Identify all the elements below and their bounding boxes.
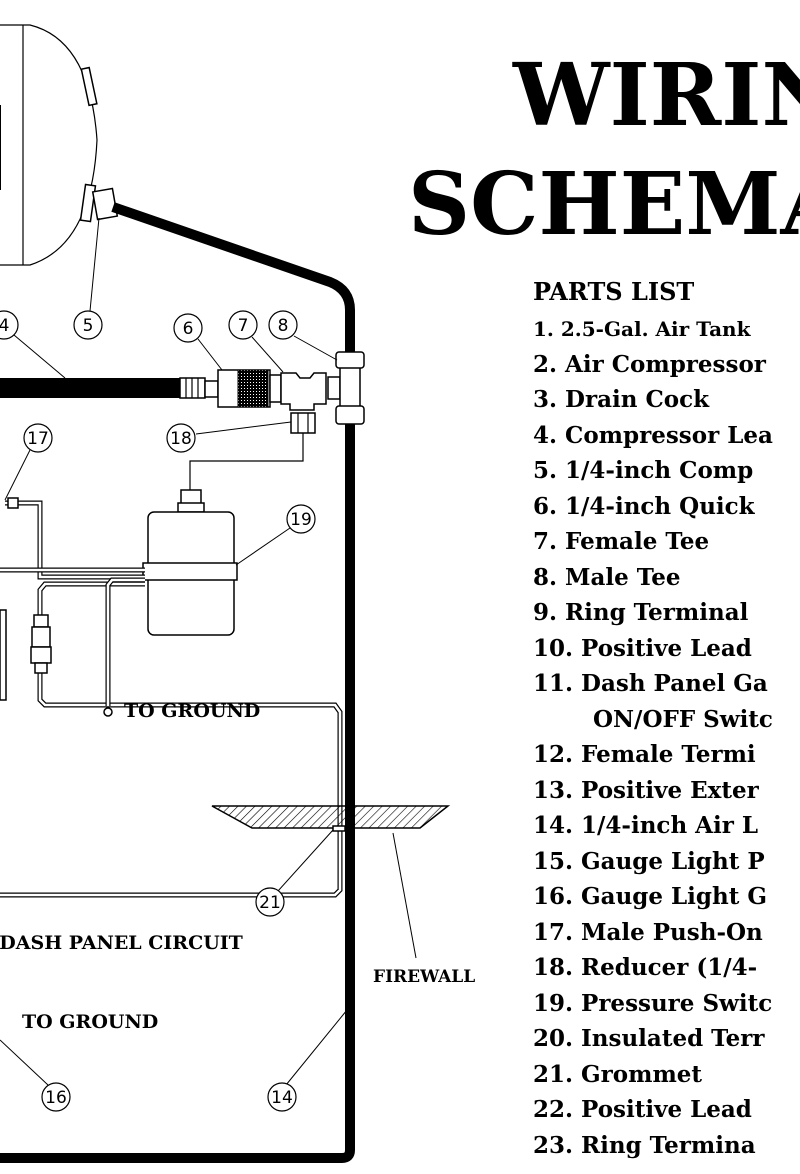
title-line-2: SCHEMA (408, 154, 800, 255)
to-ground-label-2: TO GROUND (22, 1011, 158, 1033)
parts-list-item: 8. Male Tee (533, 564, 681, 591)
parts-list-item: 20. Insulated Terr (533, 1025, 765, 1052)
parts-list-item: 15. Gauge Light P (533, 848, 765, 875)
parts-list-item: 18. Reducer (1/4- (533, 954, 757, 981)
air-line-hose (0, 202, 355, 1163)
callout-5: 5 (83, 316, 94, 336)
callout-17: 17 (27, 429, 49, 449)
pressure-switch (142, 489, 238, 636)
parts-list-item: 17. Male Push-On (533, 919, 763, 946)
ring-terminal (103, 707, 113, 717)
parts-list-item: 5. 1/4-inch Comp (533, 457, 753, 484)
parts-list-item-continuation: ON/OFF Switc (593, 706, 773, 733)
callout-21: 21 (259, 893, 281, 913)
grommet (332, 825, 346, 832)
parts-list-item: 1. 2.5-Gal. Air Tank (533, 317, 752, 341)
callout-7: 7 (238, 316, 249, 336)
callout-6: 6 (183, 319, 194, 339)
parts-list-item: 11. Dash Panel Ga (533, 670, 768, 697)
quick-connect (217, 369, 282, 408)
firewall (211, 805, 451, 829)
callout-14: 14 (271, 1088, 293, 1108)
parts-list-item: 3. Drain Cock (533, 386, 710, 413)
female-tee (280, 372, 327, 434)
parts-list-item: 10. Positive Lead (533, 635, 752, 662)
callout-8: 8 (278, 316, 289, 336)
parts-list-item: 16. Gauge Light G (533, 883, 767, 910)
leader-lines (0, 217, 417, 1086)
parts-list-item: 7. Female Tee (533, 528, 709, 555)
parts-list-item: 4. Compressor Lea (533, 422, 773, 449)
parts-list-item: 14. 1/4-inch Air L (533, 812, 758, 839)
parts-list-item: 22. Positive Lead (533, 1096, 752, 1123)
parts-list-item: 2. Air Compressor (533, 351, 767, 378)
parts-list-item: 6. 1/4-inch Quick (533, 493, 756, 520)
parts-list-item: 9. Ring Terminal (533, 599, 749, 626)
parts-list-heading: PARTS LIST (533, 277, 694, 306)
parts-list-item: 23. Ring Termina (533, 1132, 756, 1159)
wiring (0, 497, 343, 898)
wire-connector (33, 614, 49, 628)
male-tee (327, 351, 365, 425)
compressor-lead-hose (0, 378, 180, 398)
parts-list-item: 21. Grommet (533, 1061, 702, 1088)
callout-18: 18 (170, 429, 192, 449)
callout-19: 19 (290, 510, 312, 530)
parts-list-item: 12. Female Termi (533, 741, 756, 768)
parts-list-item: 13. Positive Exter (533, 777, 760, 804)
reducer (290, 412, 316, 434)
dash-panel-circuit-label: TO DASH PANEL CIRCUIT (0, 932, 243, 954)
parts-list-item: 19. Pressure Switc (533, 990, 772, 1017)
callout-4: 4 (0, 316, 9, 336)
air-tank (0, 24, 119, 266)
firewall-label: FIREWALL (373, 967, 475, 987)
callout-16: 16 (45, 1088, 67, 1108)
title-line-1: WIRIN (512, 45, 800, 146)
parts-list: PARTS LIST 1. 2.5-Gal. Air Tank 2. Air C… (533, 277, 773, 1159)
to-ground-label-1: TO GROUND (124, 700, 260, 722)
